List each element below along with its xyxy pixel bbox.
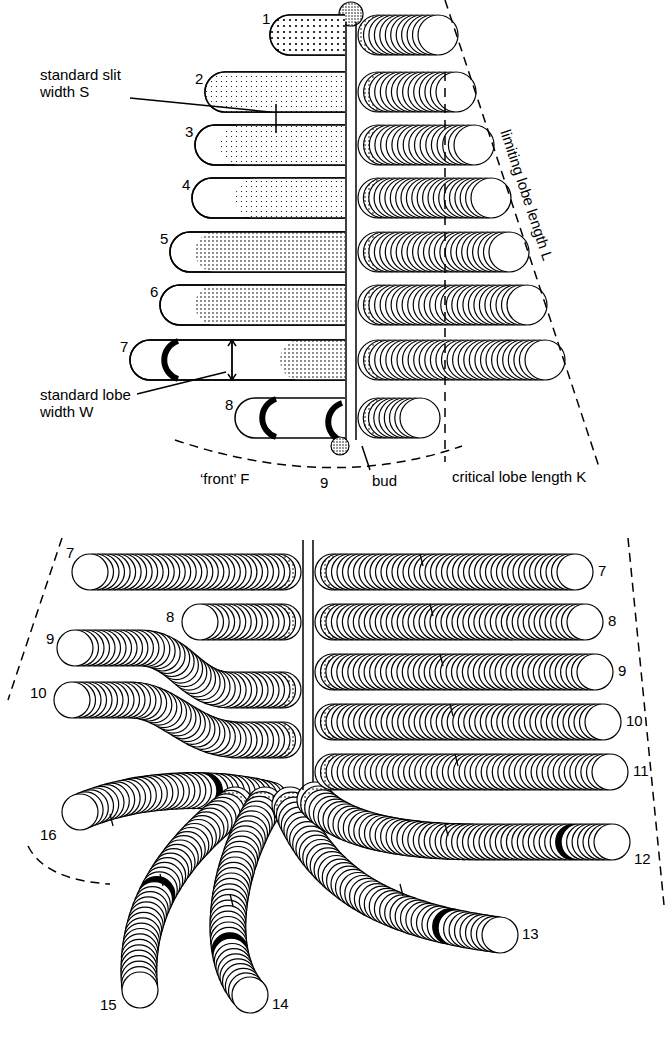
- cell-circle: [232, 977, 268, 1013]
- cell-circle: [567, 604, 603, 640]
- callout-number: 8: [608, 612, 616, 629]
- width-arrow: [231, 340, 233, 380]
- stipple-area: [195, 285, 345, 325]
- lobe-outline: [130, 340, 345, 380]
- lobe-outline: [170, 232, 345, 272]
- front-line: [28, 846, 110, 884]
- lobe-outline: [270, 15, 345, 55]
- stem-line: [302, 540, 304, 790]
- leader-line: [362, 446, 370, 470]
- lobe-outline: [205, 72, 345, 112]
- critical-tick: [440, 654, 443, 666]
- cell-circle: [592, 754, 628, 790]
- lobe-outline: [205, 72, 345, 112]
- band-mark: [328, 403, 342, 441]
- cell-circle: [471, 178, 511, 218]
- callout-number: 11: [633, 762, 649, 779]
- arrow-head: [228, 340, 236, 380]
- critical-tick: [455, 754, 458, 766]
- limiting-line: [445, 0, 600, 470]
- leader-line: [137, 372, 226, 394]
- lobe-outline: [195, 125, 345, 165]
- cell-circle: [585, 704, 621, 740]
- cell-circle: [482, 917, 518, 953]
- stipple-area: [220, 125, 345, 165]
- callout-number: 1: [262, 10, 270, 27]
- callout-number: 9: [46, 630, 54, 647]
- critical-tick: [430, 604, 433, 616]
- callout-number: 2: [195, 70, 203, 87]
- cell-circle: [489, 232, 529, 272]
- limiting-line: [8, 538, 62, 700]
- callout-number: 10: [30, 684, 47, 701]
- lobe-outline: [130, 340, 345, 380]
- stipple-area: [205, 72, 345, 112]
- lobe-outline: [270, 15, 345, 55]
- callout-number: 10: [626, 712, 643, 729]
- callout-number: 5: [160, 230, 168, 247]
- slit-arrow: [275, 104, 277, 133]
- callout-number: 7: [598, 562, 606, 579]
- front-line: [175, 440, 462, 468]
- stipple-area: [280, 340, 345, 380]
- annotation-label: standard slit width S: [40, 66, 140, 100]
- stipple-area: [195, 232, 345, 272]
- cell-circle: [182, 604, 218, 640]
- cell-circle: [54, 682, 90, 718]
- callout-number: 4: [182, 176, 190, 193]
- lobe-outline: [192, 178, 345, 218]
- callout-number: 8: [225, 396, 233, 413]
- band-mark: [262, 399, 276, 437]
- critical-tick: [400, 884, 403, 896]
- annotation-lines: [8, 0, 664, 906]
- callout-number: 16: [40, 826, 57, 843]
- cell-circle: [594, 824, 630, 860]
- cell-circle: [57, 630, 93, 666]
- band-mark: [164, 341, 178, 379]
- cell-circle: [72, 554, 108, 590]
- callout-number: 9: [618, 662, 626, 679]
- stipple-area: [235, 178, 345, 218]
- callout-number: 3: [185, 123, 193, 140]
- callout-number: 12: [634, 850, 651, 867]
- cell-circle: [577, 654, 613, 690]
- cell-circle: [400, 398, 440, 438]
- stipple-area: [270, 15, 345, 55]
- annotation-label: bud: [372, 472, 397, 489]
- critical-line: [444, 72, 446, 462]
- critical-tick: [230, 894, 233, 906]
- lobe-outline: [160, 285, 345, 325]
- lobe-outline: [160, 285, 345, 325]
- stem-line: [345, 22, 347, 440]
- cell-circle: [557, 554, 593, 590]
- callout-number: 13: [522, 925, 539, 942]
- callout-number: 6: [150, 283, 158, 300]
- critical-tick: [420, 554, 423, 566]
- cell-circle: [122, 972, 158, 1008]
- leader-line: [130, 98, 270, 112]
- callout-number: 8: [166, 608, 174, 625]
- annotation-label: critical lobe length K: [452, 468, 592, 485]
- callout-number: 7: [66, 544, 74, 561]
- stem-line: [312, 540, 314, 782]
- annotation-label: standard lobe width W: [40, 386, 140, 420]
- callout-number: 9: [320, 474, 328, 491]
- annotation-label: ‘front’ F: [200, 470, 249, 487]
- callout-number: 15: [100, 996, 117, 1013]
- lobe-outline: [170, 232, 345, 272]
- callout-number: 14: [272, 995, 289, 1012]
- lobe-outline: [195, 125, 345, 165]
- cell-circle: [62, 794, 98, 830]
- lobes: [54, 2, 630, 1013]
- stem-line: [355, 22, 357, 440]
- critical-tick: [445, 824, 448, 836]
- critical-tick: [450, 704, 453, 716]
- lobe-outline: [192, 178, 345, 218]
- critical-tick: [110, 814, 113, 826]
- critical-tick: [160, 874, 163, 886]
- callout-number: 7: [120, 338, 128, 355]
